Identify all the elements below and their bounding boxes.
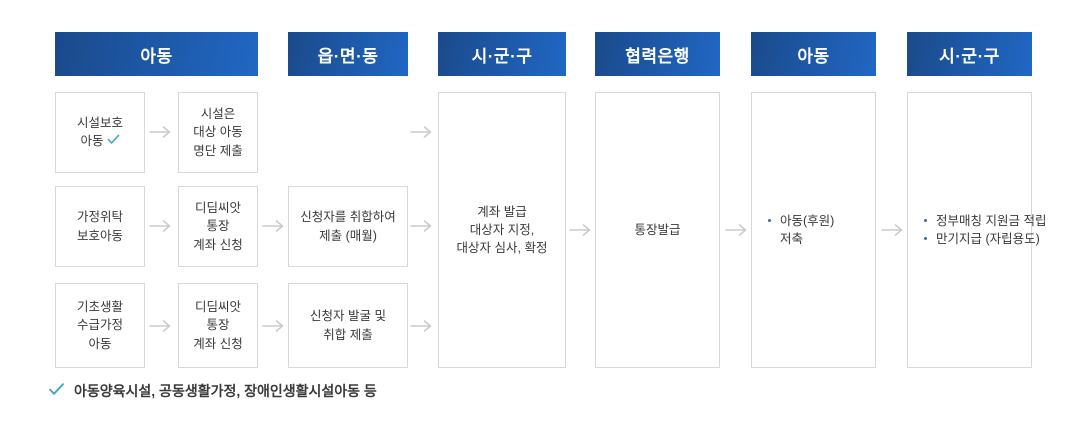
footnote: 아동양육시설, 공동생활가정, 장애인생활시설아동 등 <box>48 381 377 401</box>
box-text: 디딤씨앗 통장 계좌 신청 <box>193 201 243 252</box>
box-bullet-list: 정부매칭 지원금 적립 만기지급 (자립용도) <box>924 212 1046 248</box>
box-bank-passbook-issue: 통장발급 <box>595 92 720 368</box>
header-label: 시·군·구 <box>939 46 1000 66</box>
box-text: 디딤씨앗 통장 계좌 신청 <box>193 300 243 351</box>
box-child-savings: 아동(후원) 저축 <box>751 92 876 368</box>
arrow-r2-to-sigungu <box>410 218 436 234</box>
arrow-r1-c1-c2 <box>149 124 175 140</box>
box-text: 기초생활 수급가정 아동 <box>76 300 123 351</box>
header-eup-myeon-dong: 읍·면·동 <box>288 32 408 76</box>
bullet-item: 만기지급 (자립용도) <box>924 230 1046 248</box>
footnote-text: 아동양육시설, 공동생활가정, 장애인생활시설아동 등 <box>74 383 377 399</box>
header-si-gun-gu-2: 시·군·구 <box>907 32 1032 76</box>
header-si-gun-gu-1: 시·군·구 <box>438 32 566 76</box>
box-text: 시설은 대상 아동 명단 제출 <box>193 107 243 158</box>
box-foster-care-child: 가정위탁 보호아동 <box>55 186 145 267</box>
header-label: 협력은행 <box>625 46 690 66</box>
arrow-r3-to-sigungu <box>410 318 436 334</box>
arrow-child-to-sigungu <box>881 222 907 238</box>
arrow-r2-c2-c3 <box>262 218 288 234</box>
header-label: 읍·면·동 <box>317 46 379 66</box>
box-text: 시설보호 아동 <box>62 114 138 151</box>
box-collect-applicants-monthly: 신청자를 취합하여 제출 (매월) <box>288 186 408 267</box>
box-text: 신청자 발굴 및 취합 제출 <box>310 309 386 342</box>
check-icon <box>48 381 65 401</box>
header-label: 아동 <box>797 46 830 66</box>
bullet-item: 아동(후원) 저축 <box>768 212 834 248</box>
box-basic-livelihood-child: 기초생활 수급가정 아동 <box>55 283 145 368</box>
box-didimseed-account-apply-2: 디딤씨앗 통장 계좌 신청 <box>178 186 258 267</box>
box-text: 계좌 발급 대상자 지정, 대상자 심사, 확정 <box>456 204 548 256</box>
arrow-r2-c1-c2 <box>149 218 175 234</box>
header-label: 시·군·구 <box>471 46 533 66</box>
arrow-r3-c2-c3 <box>262 318 288 334</box>
box-discover-collect-applicants: 신청자 발굴 및 취합 제출 <box>288 283 408 368</box>
bullet-item: 정부매칭 지원금 적립 <box>924 212 1046 230</box>
box-sigungu-account-issue-review: 계좌 발급 대상자 지정, 대상자 심사, 확정 <box>438 92 566 368</box>
arrow-bank-to-child <box>725 222 751 238</box>
box-bullet-list: 아동(후원) 저축 <box>768 212 834 248</box>
arrow-r3-c1-c2 <box>149 318 175 334</box>
box-text: 가정위탁 보호아동 <box>76 210 123 243</box>
box-text: 신청자를 취합하여 제출 (매월) <box>300 210 396 243</box>
header-child-1: 아동 <box>55 32 258 76</box>
arrow-sigungu-to-bank <box>569 222 595 238</box>
box-government-matching-payout: 정부매칭 지원금 적립 만기지급 (자립용도) <box>907 92 1046 368</box>
box-facility-protected-child: 시설보호 아동 <box>55 92 145 173</box>
header-child-2: 아동 <box>751 32 876 76</box>
check-icon <box>107 133 120 151</box>
box-text: 통장발급 <box>634 222 681 237</box>
header-label: 아동 <box>140 46 173 66</box>
header-partner-bank: 협력은행 <box>595 32 720 76</box>
box-facility-submit-list: 시설은 대상 아동 명단 제출 <box>178 92 258 173</box>
box-didimseed-account-apply-3: 디딤씨앗 통장 계좌 신청 <box>178 283 258 368</box>
arrow-r1-to-sigungu <box>410 124 436 140</box>
